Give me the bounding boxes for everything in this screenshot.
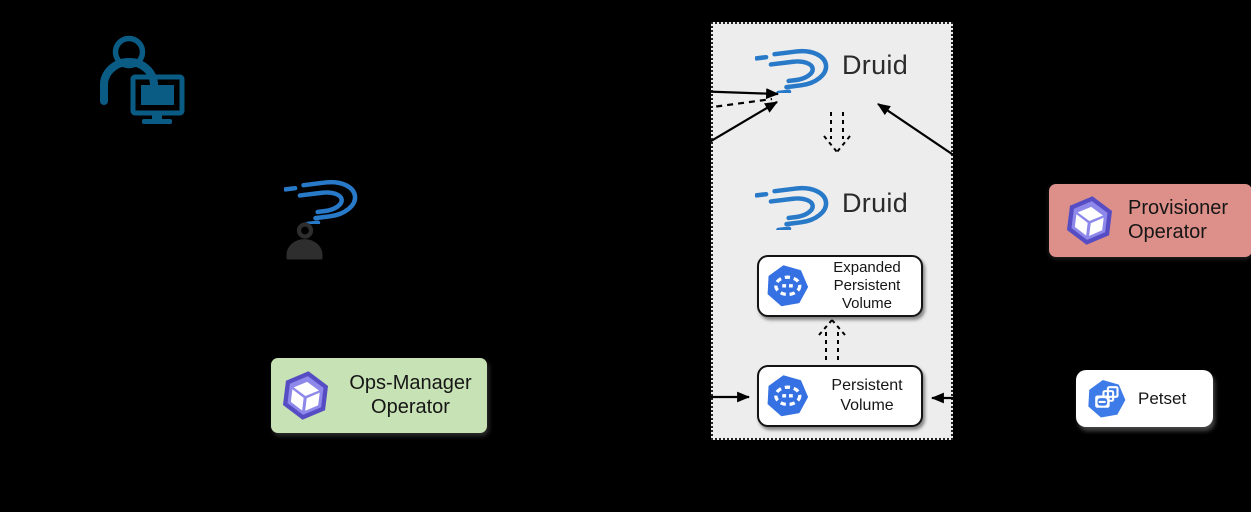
expanded-persistent-volume-node: Expanded Persistent Volume <box>757 255 923 317</box>
druid-wordmark: Druid <box>842 50 909 80</box>
arrow-down-to-ops <box>360 305 377 347</box>
persistent-volume-node: Persistent Volume <box>757 365 923 427</box>
node-label: Petset <box>1138 388 1187 408</box>
kubernetes-volume-icon <box>765 263 811 309</box>
kubernetes-operator-cube-icon <box>279 369 332 422</box>
petset-node: Petset <box>1076 370 1213 427</box>
node-label: Ops-Manager Operator <box>349 371 472 418</box>
ops-manager-operator-node: Ops-Manager Operator <box>271 358 487 433</box>
kubernetes-operator-cube-icon <box>1063 194 1116 247</box>
person-at-computer-icon <box>100 35 185 124</box>
node-label: Persistent Volume <box>831 377 903 414</box>
kubernetes-volume-icon <box>765 373 811 419</box>
node-label: Expanded Persistent Volume <box>833 258 901 313</box>
provisioner-operator-node: Provisioner Operator <box>1049 184 1251 257</box>
druid-logo <box>285 179 357 226</box>
kubernetes-petset-icon <box>1086 378 1128 420</box>
person-icon <box>286 222 323 260</box>
node-label: Provisioner Operator <box>1128 196 1229 243</box>
druid-wordmark: Druid <box>842 188 909 218</box>
